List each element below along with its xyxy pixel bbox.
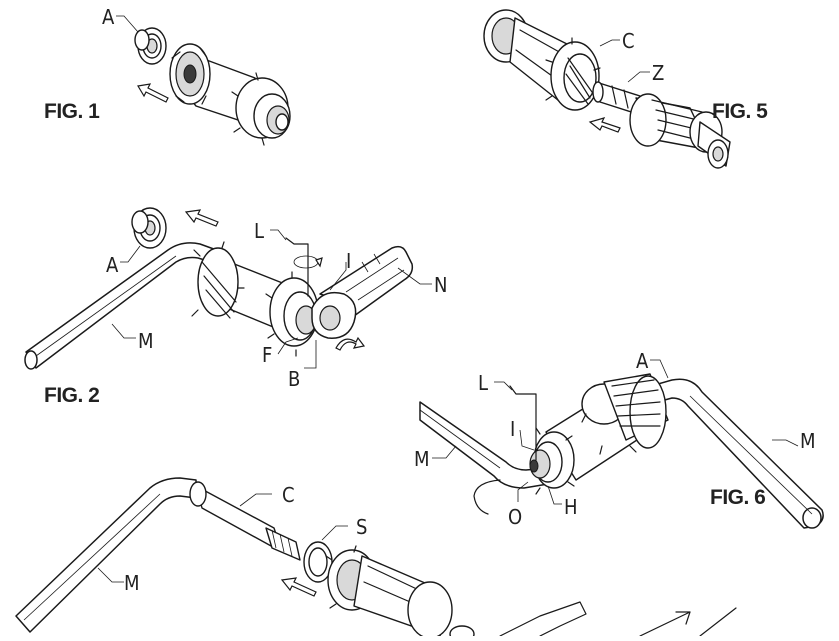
fig3-direction-arrow	[280, 577, 317, 597]
fig2-title: FIG. 2	[44, 384, 99, 407]
fig6-callout-a: A	[636, 349, 649, 373]
fig6-hook-tool-o	[473, 479, 501, 515]
fig5-direction-arrow	[588, 117, 621, 133]
fig2-callout-b: B	[288, 367, 300, 391]
fig6-hub	[529, 373, 669, 495]
fig2-callout-m: M	[138, 329, 154, 353]
fig1-hub	[169, 43, 291, 146]
fig3-callout-c: C	[282, 483, 295, 507]
fig3-partial-arrows	[639, 607, 737, 637]
fig1-callout-a: A	[102, 5, 115, 29]
fig6-tool-m-left	[419, 401, 549, 489]
fig2-end-cap	[131, 207, 167, 249]
fig2-direction-arrow	[184, 209, 219, 227]
fig2-rotation-arrow	[335, 336, 366, 351]
fig6-callout-o: O	[508, 505, 522, 529]
fig2-hex-key-l	[285, 237, 323, 297]
fig5-freehub-body-z	[629, 93, 731, 169]
fig6-callout-m-right: M	[800, 429, 816, 453]
fig6-tool-m-right	[643, 378, 824, 529]
fig3-tool-m	[15, 477, 197, 633]
fig3-axle-c	[189, 481, 301, 561]
fig6-callout-m-left: M	[414, 447, 430, 471]
fig2-callout-f: F	[262, 343, 272, 367]
fig2-callout-a: A	[106, 253, 119, 277]
fig2-callout-l: L	[254, 219, 264, 243]
fig1-title: FIG. 1	[44, 100, 100, 123]
fig5-callout-c: C	[622, 29, 635, 53]
fig6-group: A L M I M O H FIG. 6	[414, 349, 824, 529]
fig3-callout-m: M	[124, 571, 140, 595]
fig1-end-cap	[134, 27, 167, 65]
fig6-callout-h: H	[564, 495, 578, 519]
fig3-hub	[325, 545, 475, 641]
fig5-hub	[483, 9, 601, 111]
fig5-callout-z: Z	[652, 61, 664, 85]
fig2-callout-n: N	[434, 273, 447, 297]
fig6-hex-key-l	[509, 385, 537, 461]
fig3-partial-tool	[499, 601, 587, 637]
fig6-callout-i: I	[510, 417, 515, 441]
fig2-group: L A I N M F B FIG. 2	[24, 207, 447, 407]
fig1-direction-arrow	[137, 83, 169, 103]
fig3-group: C S M	[15, 477, 737, 641]
fig2-cone-wrench-n	[311, 245, 414, 339]
fig2-hub	[191, 241, 319, 357]
fig6-title: FIG. 6	[710, 486, 765, 509]
fig6-callout-l: L	[478, 371, 488, 395]
fig3-callout-s: S	[356, 515, 367, 539]
fig2-callout-i: I	[346, 249, 351, 273]
fig1-group: A FIG. 1	[44, 5, 291, 146]
fig5-group: C Z FIG. 5	[483, 9, 769, 169]
fig5-title: FIG. 5	[712, 100, 768, 123]
